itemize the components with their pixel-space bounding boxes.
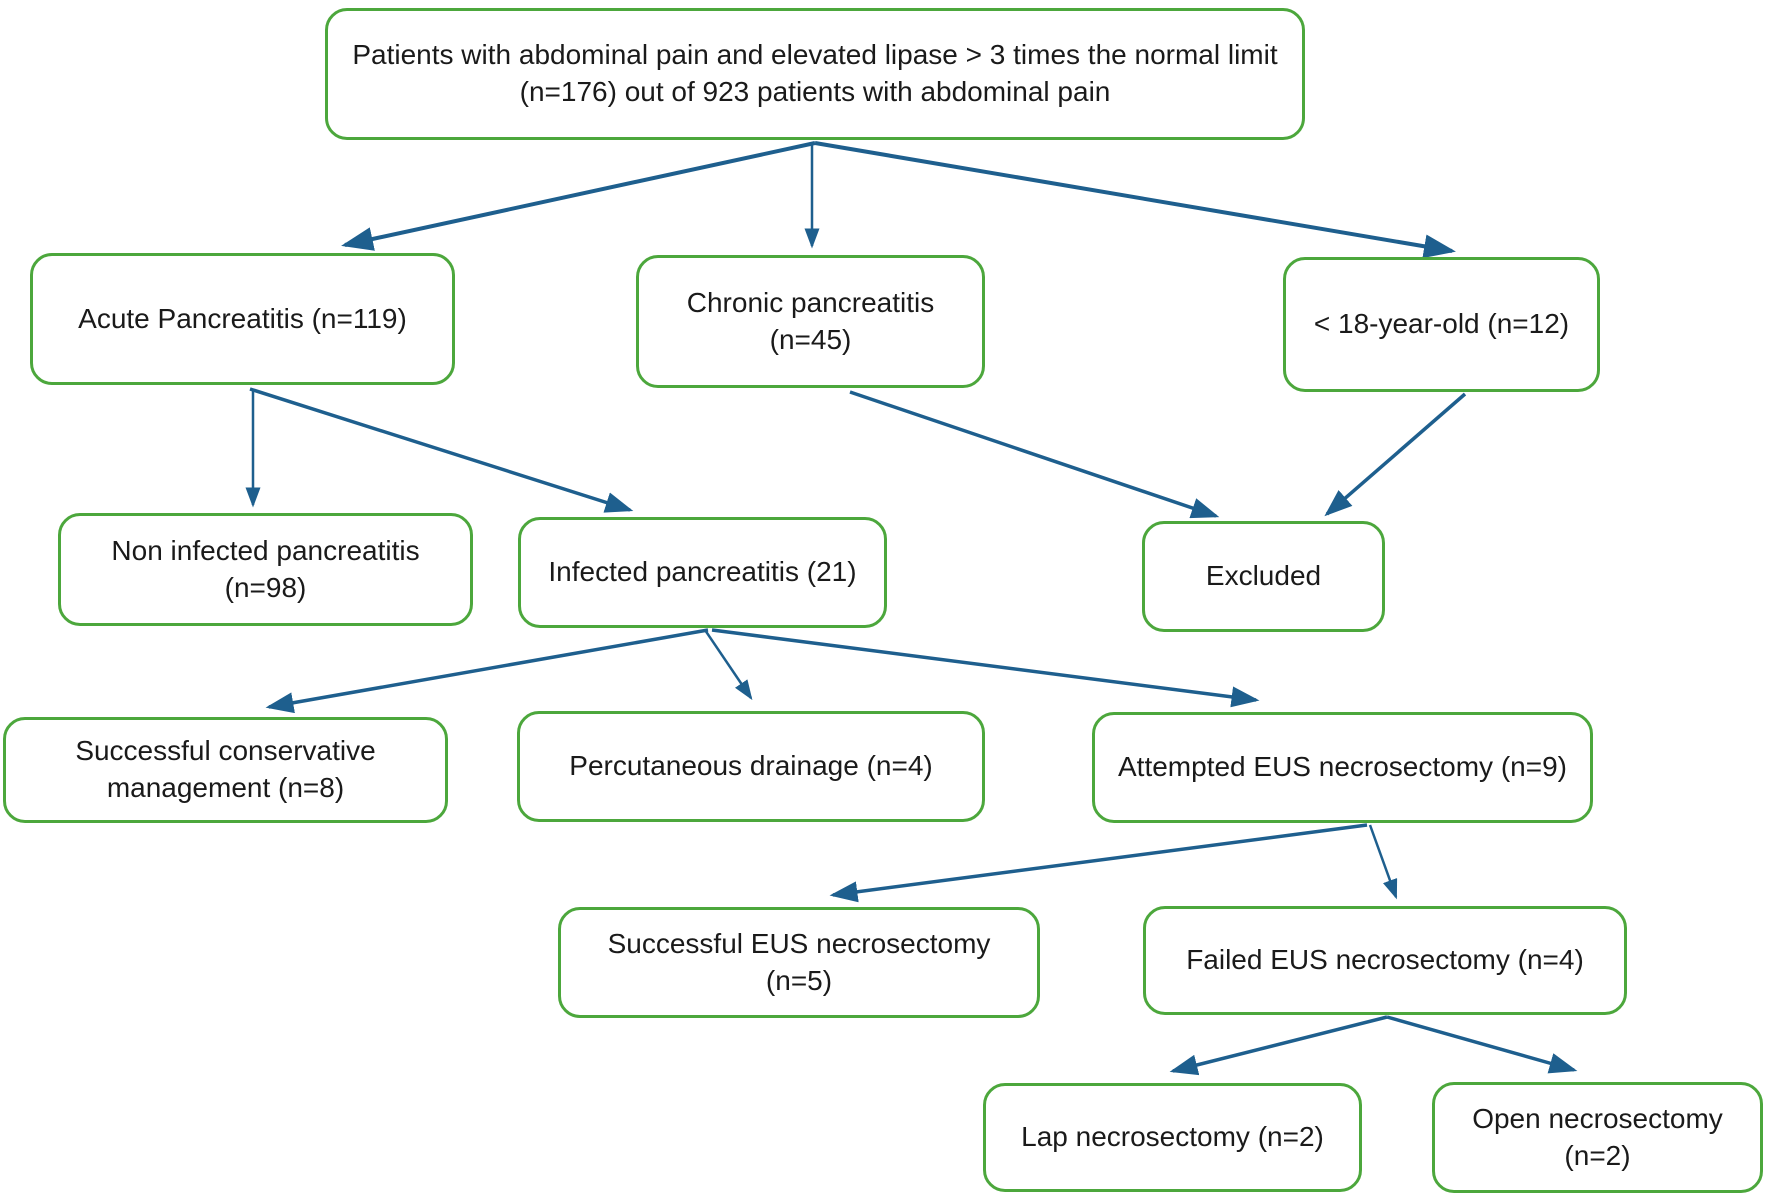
node-open-necrosectomy: Open necrosectomy (n=2)	[1432, 1082, 1763, 1193]
node-percutaneous-drainage: Percutaneous drainage (n=4)	[517, 711, 985, 822]
arrow-root-to-acute	[341, 141, 816, 251]
arrow-acute-to-infected	[249, 387, 634, 513]
node-label: Percutaneous drainage (n=4)	[569, 750, 933, 782]
node-sublabel: (n=176) out of 923 patients with abdomin…	[519, 76, 1111, 107]
arrow-infected-to-percutaneous	[703, 629, 753, 701]
node-under-18: < 18-year-old (n=12)	[1283, 257, 1600, 392]
node-excluded: Excluded	[1142, 521, 1385, 632]
node-label: Non infected pancreatitis (n=98)	[111, 534, 420, 603]
node-chronic-pancreatitis: Chronic pancreatitis (n=45)	[636, 255, 985, 388]
node-label: Lap necrosectomy (n=2)	[1021, 1121, 1324, 1153]
node-lap-necrosectomy: Lap necrosectomy (n=2)	[983, 1083, 1362, 1192]
node-label: Attempted EUS necrosectomy (n=9)	[1118, 751, 1567, 783]
arrow-under18-to-excluded	[1324, 392, 1467, 517]
node-attempted-eus-necrosectomy: Attempted EUS necrosectomy (n=9)	[1092, 712, 1593, 823]
arrow-root-to-under18	[814, 141, 1456, 259]
node-non-infected-pancreatitis: Non infected pancreatitis (n=98)	[58, 513, 473, 626]
node-failed-eus-necrosectomy: Failed EUS necrosectomy (n=4)	[1143, 906, 1627, 1015]
arrow-chronic-to-excluded	[849, 390, 1220, 519]
node-label: Successful EUS necrosectomy (n=5)	[607, 927, 991, 996]
node-label: Excluded	[1205, 560, 1322, 592]
arrow-failedeus-to-open	[1386, 1015, 1578, 1074]
node-label: Acute Pancreatitis (n=119)	[78, 302, 407, 334]
arrow-failedeus-to-lap	[1169, 1015, 1388, 1076]
node-label: Chronic pancreatitis (n=45)	[686, 286, 935, 355]
node-acute-pancreatitis: Acute Pancreatitis (n=119)	[30, 253, 455, 385]
node-label: Open necrosectomy (n=2)	[1472, 1102, 1723, 1171]
node-patients-root: Patients with abdominal pain and elevate…	[325, 8, 1305, 140]
node-infected-pancreatitis: Infected pancreatitis (21)	[518, 517, 887, 628]
node-label: < 18-year-old (n=12)	[1313, 308, 1570, 340]
arrow-infected-to-attempted	[711, 628, 1260, 708]
arrow-attempted-to-failedeus	[1368, 824, 1398, 900]
node-label: Infected pancreatitis (21)	[548, 556, 857, 588]
node-label: Patients with abdominal pain and elevate…	[352, 39, 1278, 71]
node-label: Successful conservative management (n=8)	[75, 735, 376, 803]
arrow-infected-to-conservative	[265, 628, 709, 714]
arrow-attempted-to-successeus	[829, 823, 1368, 903]
node-label: Failed EUS necrosectomy (n=4)	[1186, 944, 1584, 976]
node-successful-eus-necrosectomy: Successful EUS necrosectomy (n=5)	[558, 907, 1040, 1018]
node-successful-conservative-management: Successful conservative management (n=8)	[3, 717, 448, 823]
